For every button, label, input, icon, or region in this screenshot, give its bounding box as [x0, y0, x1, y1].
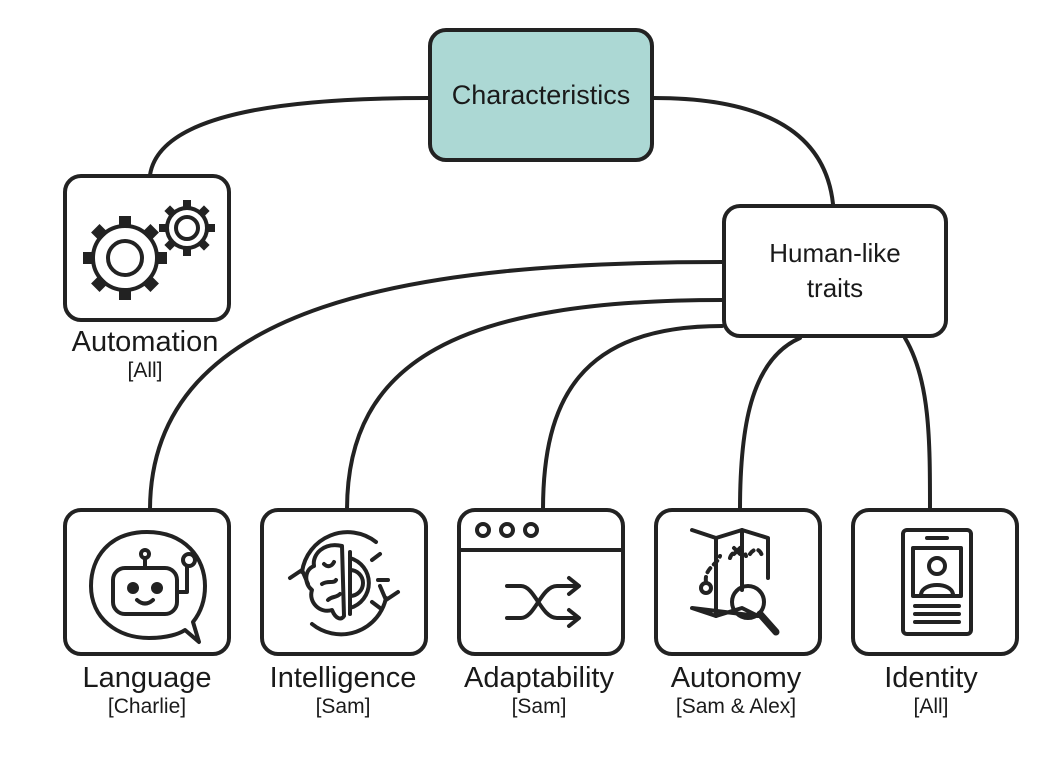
id-badge-icon — [901, 528, 973, 636]
connector-root-automation — [148, 96, 430, 177]
automation-name: Automation — [71, 326, 219, 358]
gears-icon — [83, 200, 215, 300]
identity-card — [851, 508, 1019, 656]
autonomy-owner: [Sam & Alex] — [675, 695, 797, 718]
language-name: Language — [82, 662, 212, 694]
connector-root-hub — [652, 96, 835, 206]
adaptability-name: Adaptability — [464, 662, 614, 694]
intelligence-owner: [Sam] — [315, 695, 371, 718]
language-label: Language [Charlie] — [27, 662, 267, 720]
connector-hub-autonomy — [738, 336, 802, 512]
adaptability-card — [457, 508, 625, 656]
connector-hub-identity — [903, 336, 932, 512]
intelligence-label: Intelligence [Sam] — [223, 662, 463, 720]
language-owner: [Charlie] — [107, 695, 187, 718]
intelligence-name: Intelligence — [269, 662, 417, 694]
automation-label: Automation [All] — [25, 326, 265, 384]
brain-gear-icon — [288, 530, 400, 637]
identity-name: Identity — [884, 662, 978, 694]
autonomy-card — [654, 508, 822, 656]
adaptability-owner: [Sam] — [511, 695, 567, 718]
autonomy-label: Autonomy [Sam & Alex] — [616, 662, 856, 720]
connector-hub-language — [148, 260, 724, 512]
hub-node: Human-like traits — [722, 204, 948, 338]
identity-label: Identity [All] — [811, 662, 1051, 720]
language-card — [63, 508, 231, 656]
connector-hub-adaptability — [541, 324, 724, 512]
hub-label: Human-like traits — [769, 237, 901, 303]
adaptability-label: Adaptability [Sam] — [419, 662, 659, 720]
root-node: Characteristics — [428, 28, 654, 162]
map-search-icon — [690, 528, 780, 636]
identity-owner: [All] — [913, 695, 949, 718]
root-label: Characteristics — [451, 79, 631, 110]
shuffle-window-icon — [461, 522, 621, 628]
intelligence-card — [260, 508, 428, 656]
connector-hub-intelligence — [345, 298, 724, 512]
automation-card — [63, 174, 231, 322]
chatbot-icon — [89, 530, 207, 644]
autonomy-name: Autonomy — [670, 662, 802, 694]
automation-owner: [All] — [127, 359, 163, 382]
